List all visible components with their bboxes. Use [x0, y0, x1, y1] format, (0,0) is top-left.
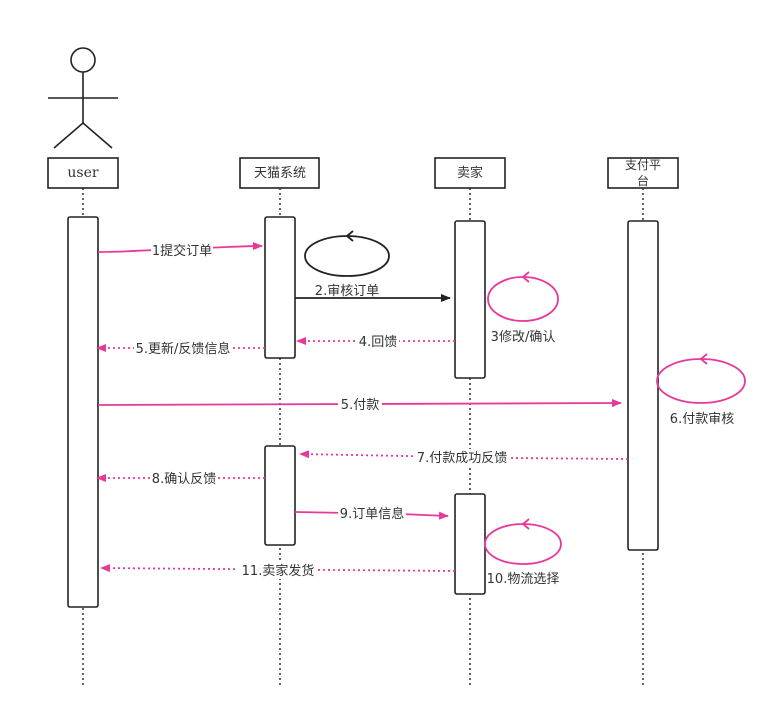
- label-m10: 10.物流选择: [487, 572, 560, 587]
- label-m7: 7.付款成功反馈: [417, 451, 507, 466]
- seller-self-loop: [487, 271, 559, 322]
- label-m1: 1提交订单: [152, 243, 212, 259]
- participant-seller: 卖家: [434, 157, 506, 189]
- tmall-activation-1: [264, 216, 296, 359]
- participant-tmall-system: 天猫系统: [239, 157, 320, 189]
- svg-text:user: user: [67, 165, 98, 181]
- label-m9: 9.订单信息: [340, 506, 404, 522]
- label-m8: 8.确认反馈: [152, 472, 216, 487]
- svg-text:卖家: 卖家: [457, 165, 483, 181]
- payment-activation: [627, 220, 659, 551]
- seller-activation-1: [454, 220, 486, 379]
- label-m5a: 5.更新/反馈信息: [136, 341, 231, 357]
- svg-text:天猫系统: 天猫系统: [254, 166, 306, 181]
- svg-text:支付平: 支付平: [625, 158, 661, 172]
- tmall-activation-2: [264, 445, 296, 546]
- tmall-self-loop: [304, 230, 390, 277]
- label-m2: 2.审核订单: [315, 284, 379, 299]
- label-m6: 6.付款审核: [670, 412, 734, 427]
- label-m3: 3修改/确认: [491, 330, 556, 345]
- arrow-m11: [100, 564, 456, 573]
- participant-user: user: [47, 157, 119, 189]
- label-m11: 11.卖家发货: [242, 563, 315, 579]
- user-activation: [67, 216, 99, 608]
- payment-self-loop: [656, 353, 746, 404]
- seller-activation-2: [454, 493, 486, 595]
- participant-payment-platform: 支付平 台: [607, 157, 679, 189]
- label-m5b: 5.付款: [341, 398, 379, 413]
- label-m4: 4.回馈: [359, 335, 397, 350]
- svg-text:台: 台: [637, 173, 649, 188]
- user-actor-icon: [48, 47, 118, 149]
- seller-logistics-self-loop: [484, 518, 562, 565]
